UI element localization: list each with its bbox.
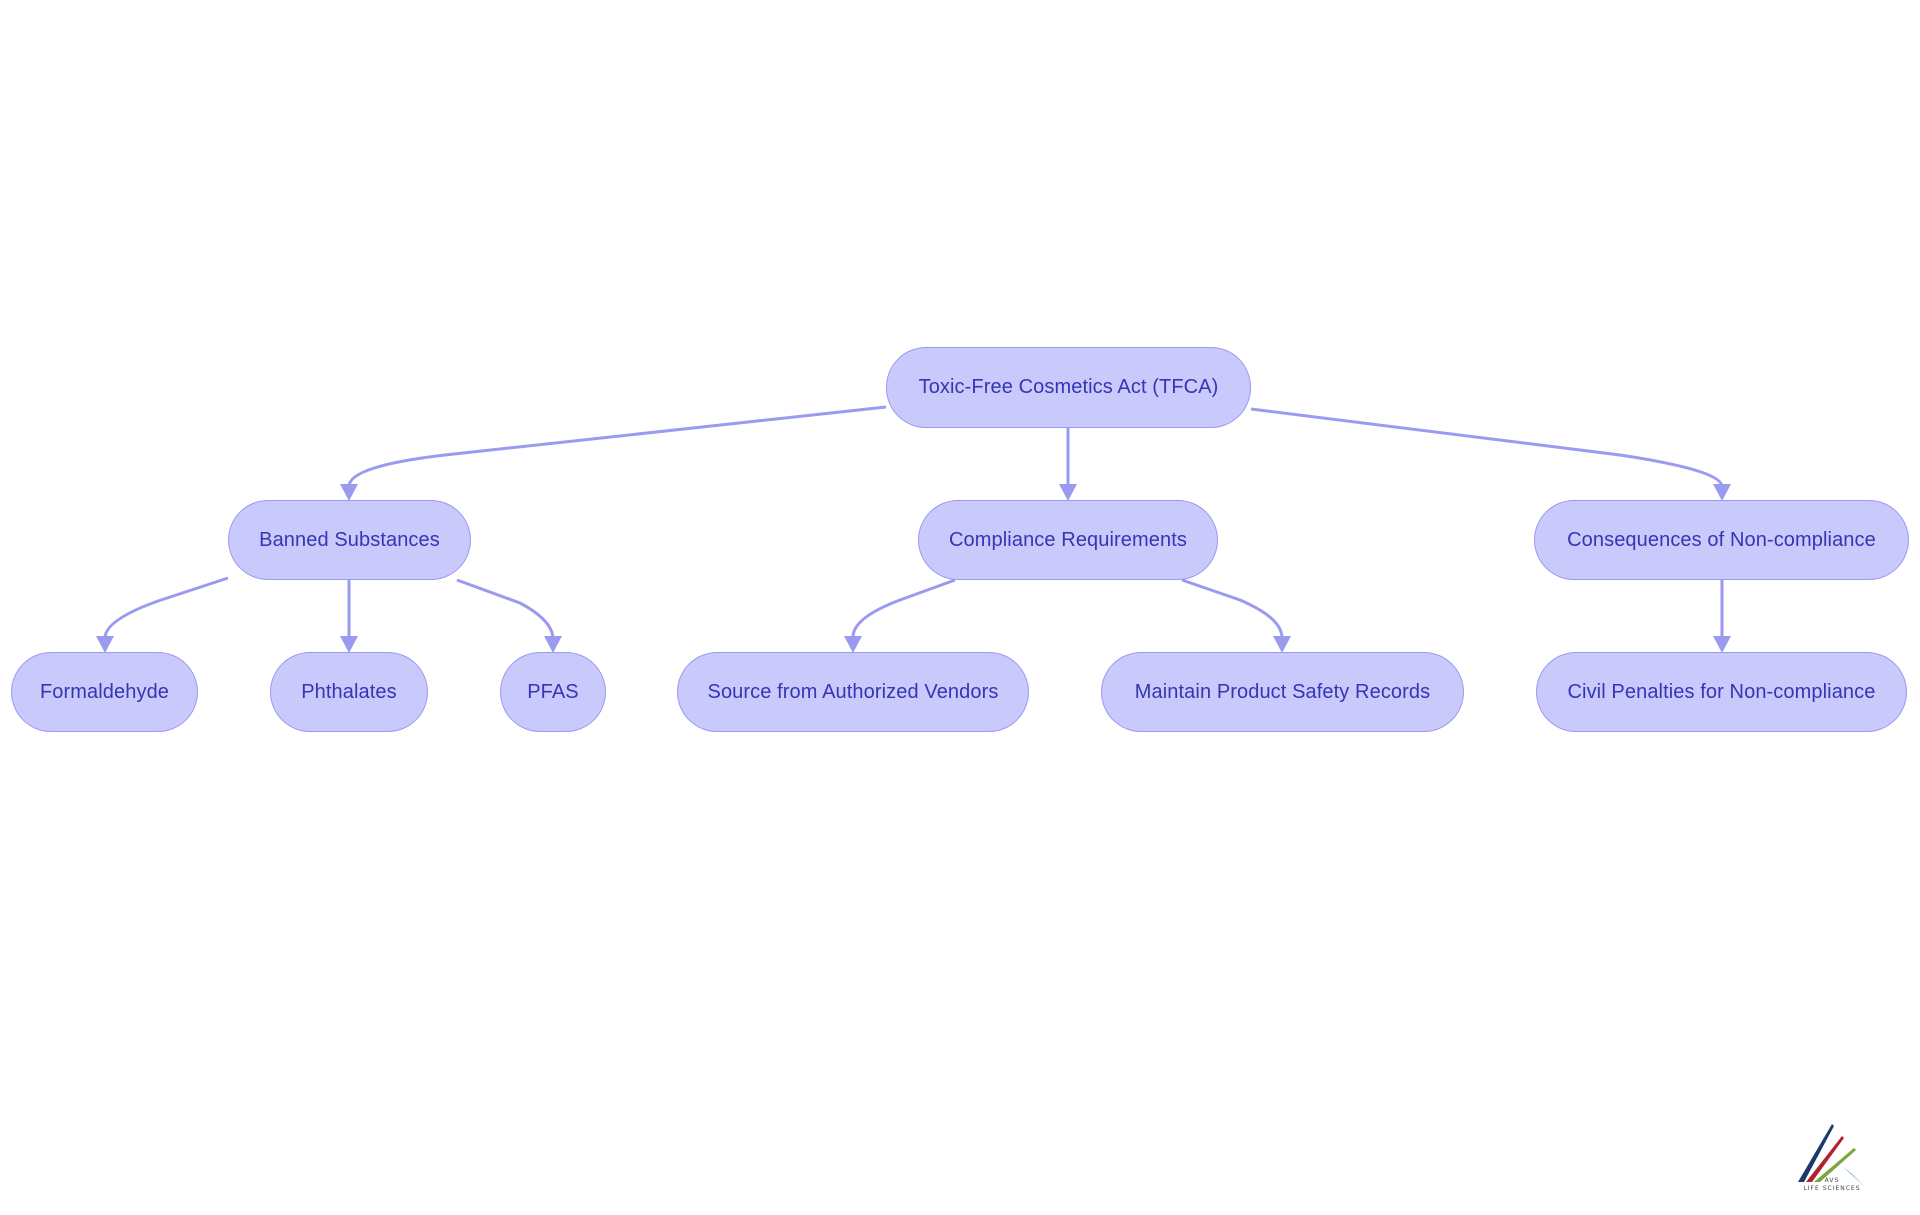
arrowhead-vendors [844, 636, 862, 653]
node-source-vendors: Source from Authorized Vendors [677, 652, 1029, 732]
node-civil-penalties: Civil Penalties for Non-compliance [1536, 652, 1907, 732]
node-phthalates: Phthalates [270, 652, 428, 732]
edge-compliance-to-vendors [851, 578, 956, 639]
node-source-vendors-label: Source from Authorized Vendors [707, 680, 999, 703]
edge-compliance-to-records [1181, 578, 1284, 639]
node-compliance-requirements: Compliance Requirements [918, 500, 1218, 580]
arrowhead-records [1273, 636, 1291, 653]
avs-life-sciences-logo: AVS LIFE SCIENCES [1798, 1124, 1864, 1192]
logo-text-top: AVS [1825, 1177, 1840, 1184]
node-root: Toxic-Free Cosmetics Act (TFCA) [886, 347, 1251, 428]
node-phthalates-label: Phthalates [301, 680, 397, 703]
node-banned-substances-label: Banned Substances [259, 528, 440, 551]
node-banned-substances: Banned Substances [228, 500, 471, 580]
node-safety-records: Maintain Product Safety Records [1101, 652, 1464, 732]
node-pfas: PFAS [500, 652, 606, 732]
arrowhead-phthalates [340, 636, 358, 653]
arrowhead-consequences [1713, 484, 1731, 501]
edge-root-to-consequences [1250, 407, 1724, 487]
node-consequences-label: Consequences of Non-compliance [1567, 528, 1876, 551]
node-safety-records-label: Maintain Product Safety Records [1134, 680, 1431, 703]
node-civil-penalties-label: Civil Penalties for Non-compliance [1567, 680, 1876, 703]
node-formaldehyde: Formaldehyde [11, 652, 198, 732]
arrowhead-formaldehyde [96, 636, 114, 653]
arrowhead-penalties [1713, 636, 1731, 653]
node-consequences: Consequences of Non-compliance [1534, 500, 1909, 580]
arrowhead-pfas [544, 636, 562, 653]
arrowhead-banned-substances [340, 484, 358, 501]
logo-stroke-navy [1798, 1124, 1834, 1182]
node-formaldehyde-label: Formaldehyde [39, 680, 170, 703]
edge-banned-to-formaldehyde [103, 576, 229, 639]
logo-text-bottom: LIFE SCIENCES [1803, 1185, 1860, 1192]
node-compliance-requirements-label: Compliance Requirements [949, 528, 1187, 551]
logo-stroke-red [1806, 1136, 1844, 1182]
logo-stroke-green [1814, 1148, 1856, 1182]
node-pfas-label: PFAS [527, 680, 579, 703]
edge-root-to-banned-substances [347, 405, 887, 487]
arrowhead-compliance-requirements [1059, 484, 1077, 501]
logo-stroke-blue [1842, 1166, 1864, 1186]
node-root-label: Toxic-Free Cosmetics Act (TFCA) [918, 376, 1219, 398]
edge-banned-to-pfas [456, 578, 555, 639]
